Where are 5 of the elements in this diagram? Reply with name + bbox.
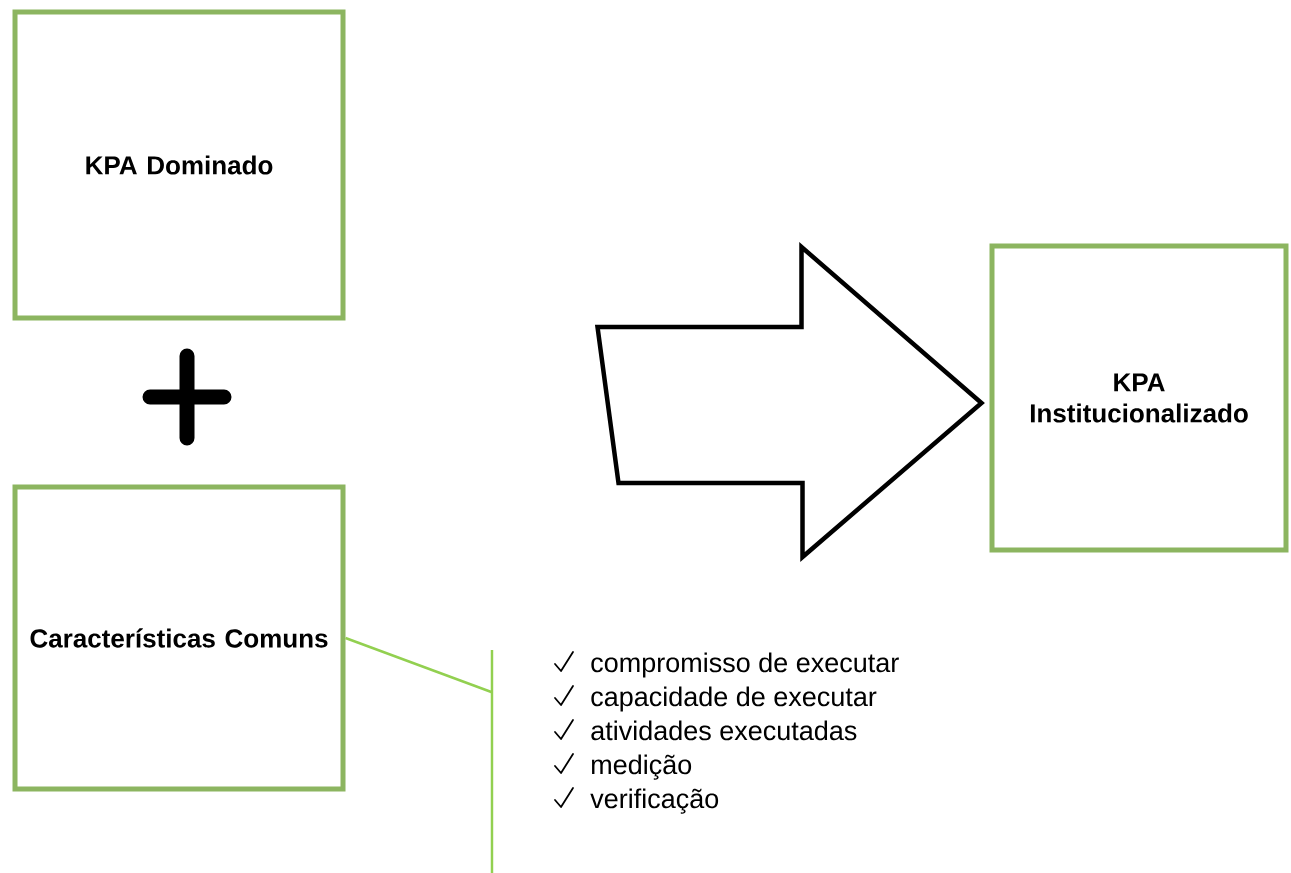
checklist: compromisso de executar capacidade de executar atividades executadas medição verificação — [590, 652, 899, 814]
leader-line — [345, 636, 493, 694]
text-box: KPA Institucionalizado — [989, 243, 1289, 553]
text-box: KPA Dominado — [12, 9, 346, 321]
text-box: Características Comuns — [12, 484, 346, 792]
